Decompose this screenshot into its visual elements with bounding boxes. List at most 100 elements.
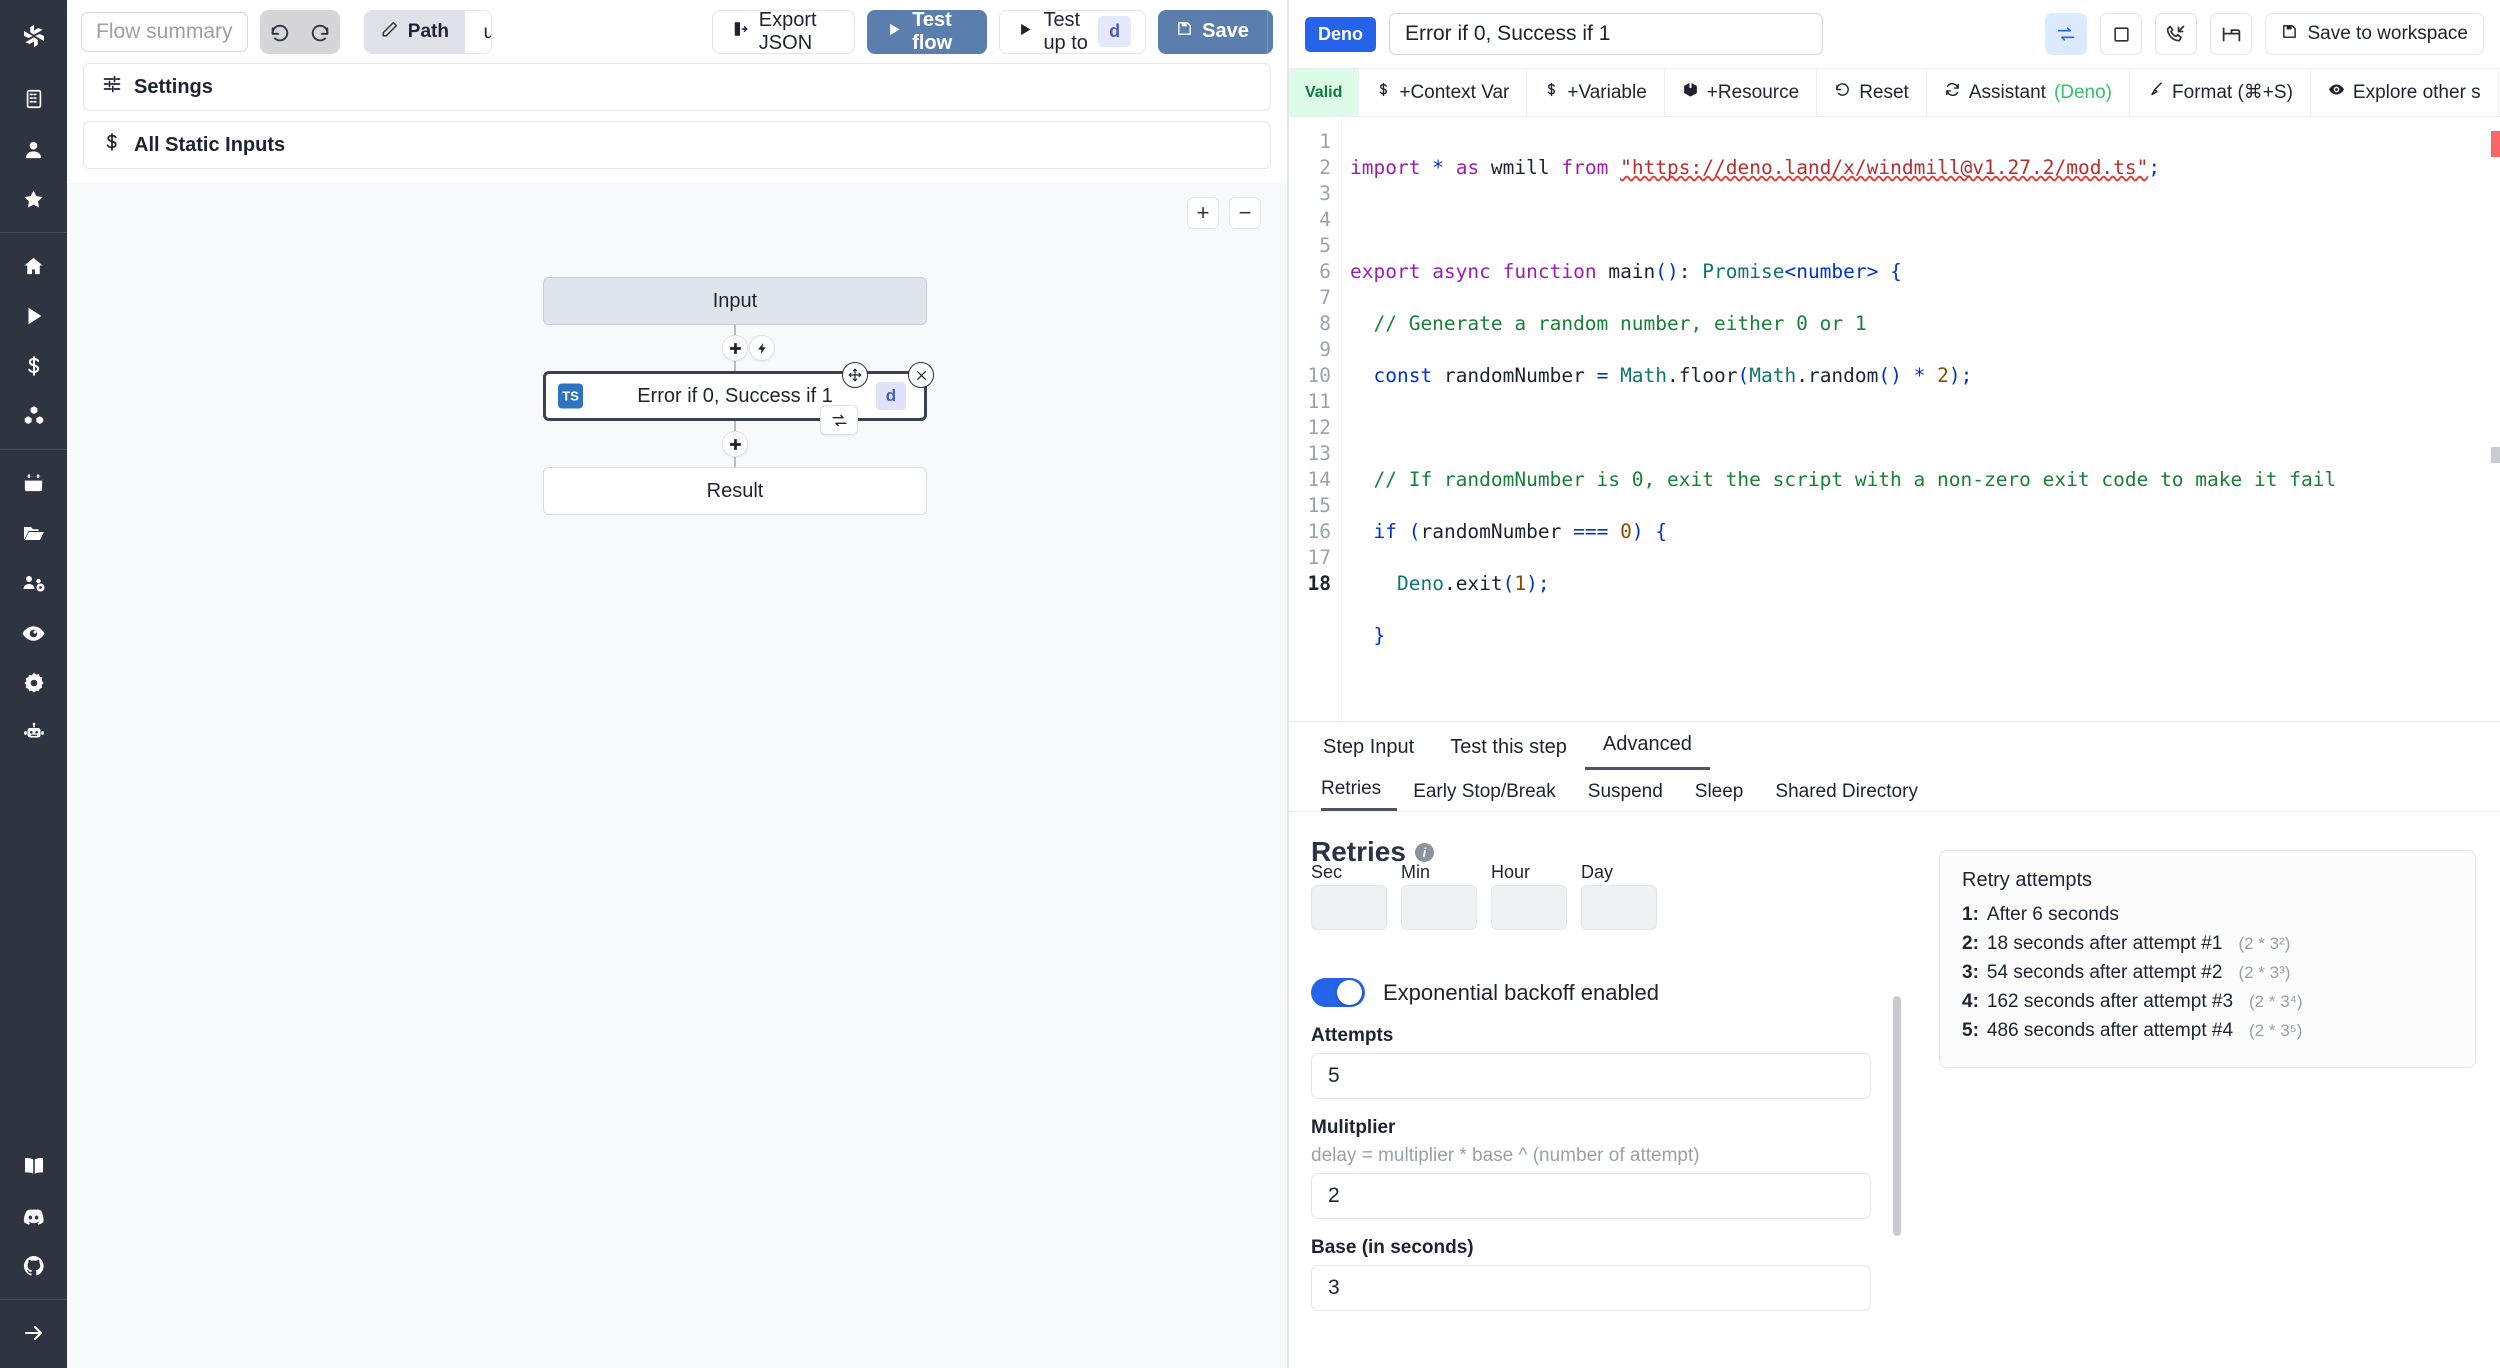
format-button[interactable]: Format (⌘+S) [2130,69,2311,116]
node-result-label: Result [706,479,764,502]
chevron-down-icon[interactable] [1268,10,1273,54]
sidebar-item-docs[interactable] [11,1141,57,1191]
play-icon [1018,20,1033,43]
retries-heading: Retries i [1311,836,1909,868]
subtab-early-stop-break[interactable]: Early Stop/Break [1413,781,1556,802]
test-flow-button[interactable]: Test flow [867,9,988,54]
subtab-shared-directory[interactable]: Shared Directory [1775,781,1918,802]
format-label: Format (⌘+S) [2172,82,2293,103]
test-up-to-button[interactable]: Test up to d [999,9,1147,54]
add-variable-label: +Variable [1567,81,1647,103]
flow-graph: Input TS Error if 0, Success if 1 [543,277,934,515]
windmill-logo-icon[interactable] [12,14,56,58]
add-resource-button[interactable]: +Resource [1665,69,1818,116]
code-lines[interactable]: import * as wmill from "https://deno.lan… [1341,117,2500,721]
explore-button[interactable]: Explore other s [2311,69,2499,116]
sidebar-item-runs[interactable] [11,291,57,341]
sidebar-item-home[interactable] [11,241,57,291]
sidebar-item-groups[interactable] [11,558,57,608]
redo-icon[interactable] [300,12,340,52]
tab-step-input[interactable]: Step Input [1323,736,1415,758]
bed-icon[interactable] [2210,13,2253,55]
unit-day-input[interactable] [1581,885,1657,930]
sidebar-divider-3 [0,1299,67,1300]
phone-incoming-icon[interactable] [2155,13,2198,55]
exponential-backoff-toggle[interactable] [1311,978,1365,1007]
reset-icon [1834,81,1851,104]
node-input[interactable]: Input [543,277,927,325]
sidebar-item-github[interactable] [11,1241,57,1291]
assistant-button[interactable]: Assistant (Deno) [1927,69,2131,116]
unit-min-input[interactable] [1401,885,1477,930]
save-to-workspace-label: Save to workspace [2307,23,2468,44]
retry-icon[interactable] [2045,13,2088,55]
brush-icon [2147,81,2164,104]
editor-scrollbar[interactable] [2491,447,2500,463]
undo-icon[interactable] [260,12,300,52]
sidebar-item-audit-logs[interactable] [11,608,57,658]
node-result[interactable]: Result [543,467,927,515]
unit-sec-input[interactable] [1311,885,1387,930]
zoom-out-button[interactable]: − [1229,197,1261,229]
move-icon[interactable] [842,362,868,388]
sidebar-item-schedules[interactable] [11,458,57,508]
info-icon[interactable]: i [1414,842,1434,862]
retry-icon[interactable] [820,405,858,435]
path-input[interactable]: u/henri/error_generator [464,10,491,53]
retry-attempt-text: After 6 seconds [1986,904,2119,925]
retry-attempt-row: 3: 54 seconds after attempt #2 (2 * 3³) [1962,962,2453,984]
retry-attempt-formula: (2 * 3⁵) [2249,1021,2303,1040]
export-json-button[interactable]: Export JSON [711,9,856,54]
close-icon[interactable] [908,362,934,388]
step-tabs: Step Input Test this step Advanced [1289,722,2500,770]
add-trigger-button[interactable] [749,335,775,361]
add-step-button-2[interactable] [722,431,748,457]
export-icon [731,20,749,44]
flow-summary-input[interactable]: Flow summary [81,11,248,52]
sidebar-item-workers[interactable] [11,708,57,758]
attempts-input[interactable]: 5 [1311,1053,1871,1099]
sidebar-item-resources[interactable] [11,391,57,441]
sidebar-item-settings[interactable] [11,658,57,708]
path-edit-button[interactable]: Path [364,10,465,53]
tab-test-this-step[interactable]: Test this step [1450,736,1567,758]
retries-scrollbar[interactable] [1893,996,1901,1236]
zoom-in-button[interactable]: + [1187,197,1219,229]
tab-advanced[interactable]: Advanced [1584,733,1710,770]
base-input[interactable]: 3 [1311,1265,1871,1311]
subtab-retries[interactable]: Retries [1321,778,1398,811]
pencil-icon [381,20,399,43]
settings-panel-button[interactable]: Settings [83,63,1271,111]
retry-attempt-formula: (2 * 3²) [2238,934,2291,953]
all-static-inputs-panel-button[interactable]: All Static Inputs [83,121,1271,169]
save-to-workspace-button[interactable]: Save to workspace [2265,13,2484,55]
script-name-input[interactable]: Error if 0, Success if 1 [1389,13,1823,55]
exponential-backoff-label: Exponential backoff enabled [1383,979,1660,1005]
square-icon[interactable] [2100,13,2143,55]
retry-attempt-index: 2: [1962,933,1979,954]
sidebar-item-favorites[interactable] [11,174,57,224]
subtab-suspend[interactable]: Suspend [1587,781,1663,802]
reset-button[interactable]: Reset [1817,69,1927,116]
sidebar-group-4 [0,1141,67,1368]
sidebar-expand-button[interactable] [11,1308,57,1358]
sidebar-item-workspace[interactable] [11,74,57,124]
unit-sec-label: Sec [1311,862,1343,882]
unit-hour-input[interactable] [1491,885,1567,930]
add-step-button[interactable] [722,335,748,361]
add-variable-button[interactable]: +Variable [1527,69,1665,116]
sidebar-item-folders[interactable] [11,508,57,558]
multiplier-input[interactable]: 2 [1311,1173,1871,1219]
node-step-error-if-0[interactable]: TS Error if 0, Success if 1 d [543,362,934,435]
sidebar-item-user[interactable] [11,124,57,174]
save-button[interactable]: Save [1158,9,1268,54]
subtab-sleep[interactable]: Sleep [1694,781,1744,802]
sidebar-item-discord[interactable] [11,1191,57,1241]
sidebar-item-variables[interactable] [11,341,57,391]
add-context-var-button[interactable]: +Context Var [1359,69,1528,116]
flow-canvas[interactable]: + − Input [67,183,1287,1368]
retries-title-text: Retries [1311,836,1406,867]
